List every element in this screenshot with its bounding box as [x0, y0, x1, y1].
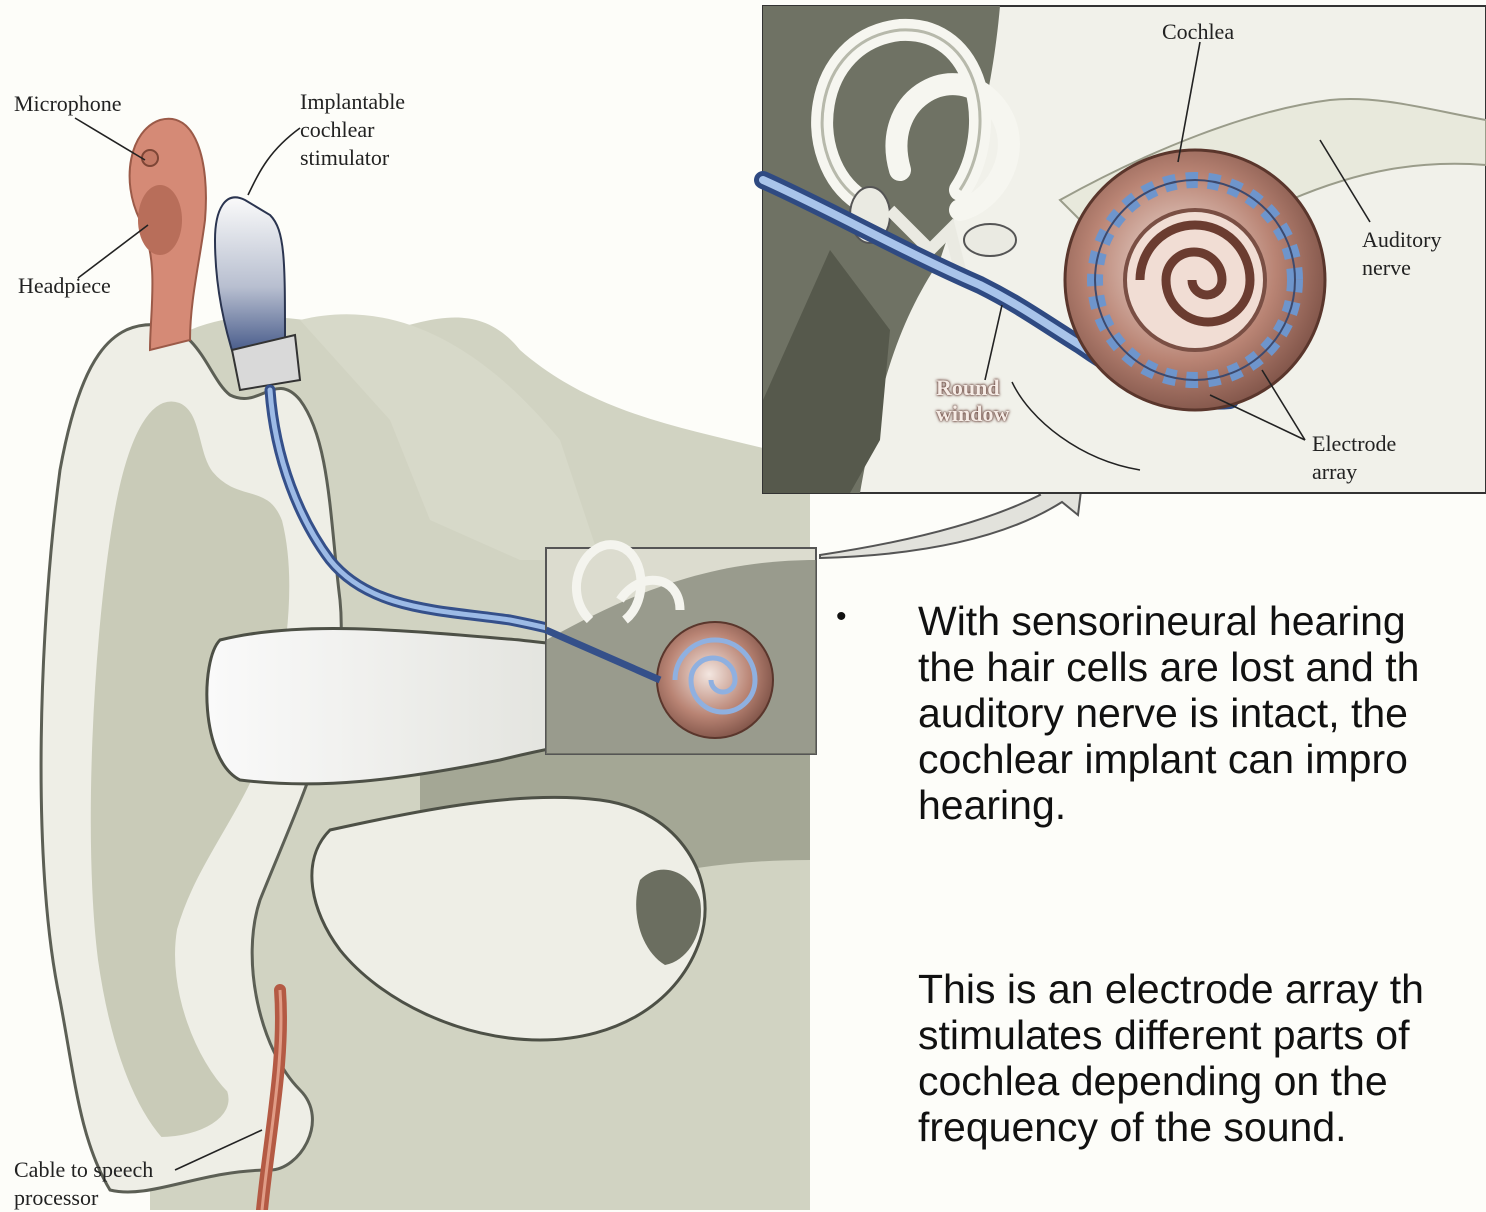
inset-cochlea: [1065, 150, 1325, 410]
label-cable: Cable to speech processor: [14, 1156, 153, 1212]
label-round-window: Round window: [936, 375, 1009, 427]
paragraph-line: stimulates different parts of: [918, 1012, 1486, 1058]
paragraph-line: hearing.: [918, 782, 1486, 828]
paragraph-line: auditory nerve is intact, the: [918, 690, 1486, 736]
paragraph-line: cochlear implant can impro: [918, 736, 1486, 782]
microphone-port: [142, 150, 158, 166]
paragraph-electrode-array: This is an electrode array th stimulates…: [918, 966, 1486, 1150]
label-headpiece: Headpiece: [18, 272, 111, 300]
paragraph-line: With sensorineural hearing: [918, 598, 1486, 644]
label-microphone: Microphone: [14, 90, 122, 118]
headpiece-coil: [138, 185, 182, 255]
headpiece-device: [130, 119, 206, 350]
paragraph-line: This is an electrode array th: [918, 966, 1486, 1012]
small-inset: [546, 545, 816, 754]
label-auditory-nerve: Auditory nerve: [1362, 226, 1441, 282]
paragraph-line: the hair cells are lost and th: [918, 644, 1486, 690]
label-cochlea: Cochlea: [1162, 18, 1234, 46]
label-electrode-array: Electrode array: [1312, 430, 1396, 486]
paragraph-line: frequency of the sound.: [918, 1104, 1486, 1150]
label-implantable-stimulator: Implantable cochlear stimulator: [300, 88, 405, 172]
paragraph-line: cochlea depending on the: [918, 1058, 1486, 1104]
bullet-marker: •: [836, 600, 847, 634]
paragraph-sensorineural: With sensorineural hearing the hair cell…: [918, 598, 1486, 828]
ear-illustration: [41, 314, 810, 1210]
